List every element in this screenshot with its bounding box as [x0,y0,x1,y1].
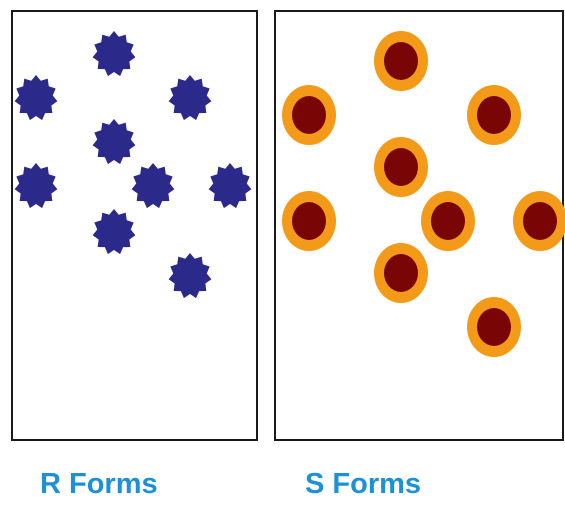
r-cell-icon [167,251,213,301]
s-forms-label: S Forms [305,470,421,499]
r-cell-icon [91,207,137,257]
s-cell-icon [512,190,565,252]
s-cell-icon [281,84,337,146]
r-cell-icon [91,117,137,167]
r-cell-icon [13,161,59,211]
r-cell-icon [130,161,176,211]
r-cell-icon [207,161,253,211]
r-forms-label: R Forms [40,470,158,499]
r-cell-icon [167,73,213,123]
s-cell-icon [466,84,522,146]
r-cell-icon [13,73,59,123]
s-cell-icon [373,242,429,304]
s-cell-icon [466,296,522,358]
r-cell-icon [91,29,137,79]
s-cell-icon [281,190,337,252]
s-cell-icon [373,136,429,198]
s-cell-icon [373,30,429,92]
